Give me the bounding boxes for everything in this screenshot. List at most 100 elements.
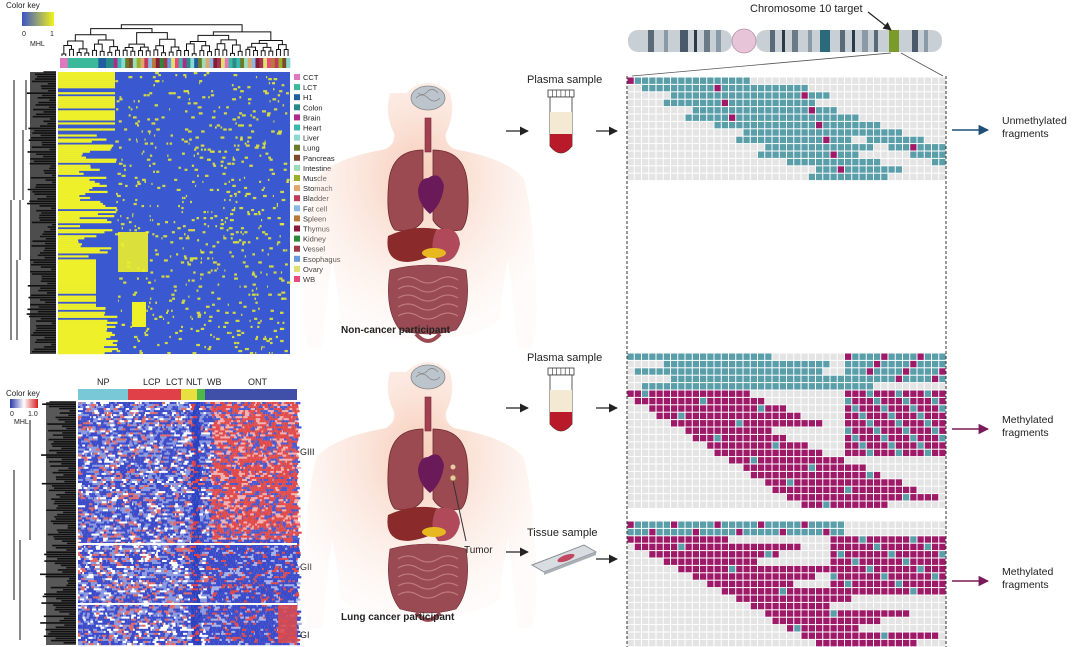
chromosome-target-band xyxy=(889,30,899,52)
intestine-icon xyxy=(388,264,468,335)
intestine-icon xyxy=(388,543,468,614)
legend-swatch-wb xyxy=(294,276,300,282)
lung-cancer-body-illustration xyxy=(303,362,537,628)
legend-swatch-lct xyxy=(294,84,300,91)
legend-label-cct: CCT xyxy=(303,73,319,82)
legend-label-lct: LCT xyxy=(303,83,318,92)
group-label-np: NP xyxy=(97,377,110,387)
legend-swatch-muscle xyxy=(294,175,300,181)
legend-label-liver: Liver xyxy=(303,134,320,143)
legend-label-brain: Brain xyxy=(303,113,321,122)
group-label-lcp: LCP xyxy=(143,377,161,387)
group-bar-nlt xyxy=(181,389,197,400)
group-label-ont: ONT xyxy=(248,377,268,387)
group-bar-np xyxy=(78,389,128,400)
non-cancer-body-illustration xyxy=(303,83,537,349)
tissue-sample-label: Tissue sample xyxy=(527,527,598,539)
top-color-key-title: Color key xyxy=(6,1,40,10)
heart-icon xyxy=(418,454,444,493)
legend-swatch-vessel xyxy=(294,245,300,252)
lung-cancer-participant-label: Lung cancer participant xyxy=(341,612,455,623)
legend-swatch-intestine xyxy=(294,164,300,171)
top-heatmap-panel: Color key 0 1 MHL CCTLCTH1ColonBrainHear… xyxy=(6,1,341,355)
legend-swatch-lung xyxy=(294,144,300,151)
legend-label-muscle: Muscle xyxy=(303,174,327,183)
pancreas-icon xyxy=(422,248,446,258)
row-group-label-gi: GI xyxy=(300,630,310,640)
tumor-label: Tumor xyxy=(464,545,493,556)
top-row-dendrogram xyxy=(10,71,56,354)
legend-label-h1: H1 xyxy=(303,93,313,102)
group-bar-lcp xyxy=(128,389,181,400)
right-lung-icon xyxy=(432,428,469,511)
legend-swatch-stomach xyxy=(294,185,300,192)
legend-label-lung: Lung xyxy=(303,144,320,153)
zoom-line-right xyxy=(900,52,944,77)
bottom-color-key-max: 1.0 xyxy=(28,411,38,418)
plasma-tube-icon-2 xyxy=(547,367,575,432)
legend-label-pancreas: Pancreas xyxy=(303,154,335,163)
legend-swatch-colon xyxy=(294,104,300,111)
top-heatmap-matrix xyxy=(58,72,291,355)
fragment-grid-non-cancer-plasma xyxy=(627,77,946,181)
plasma-sample-label-2: Plasma sample xyxy=(527,352,602,364)
legend-label-heart: Heart xyxy=(303,124,322,133)
chromosome-10: Chromosome 10 target xyxy=(628,3,944,77)
top-color-key-unit: MHL xyxy=(30,41,45,48)
legend-swatch-cct xyxy=(294,74,300,80)
legend-swatch-fat-cell xyxy=(294,205,300,212)
chromosome-target-arrow xyxy=(867,11,892,31)
top-color-key-max: 1 xyxy=(50,31,54,38)
legend-label-colon: Colon xyxy=(303,103,323,112)
flow-arrows xyxy=(506,126,618,564)
legend-swatch-brain xyxy=(294,114,300,121)
top-color-key-min: 0 xyxy=(22,31,26,38)
plasma-sample-label-1: Plasma sample xyxy=(527,74,602,86)
legend-swatch-kidney xyxy=(294,235,300,242)
legend-swatch-esophagus xyxy=(294,255,300,262)
bottom-heatmap-matrix xyxy=(78,402,302,646)
group-label-lct: LCT xyxy=(166,377,184,387)
tissue-slide-icon xyxy=(530,544,598,575)
left-lung-icon xyxy=(387,149,424,232)
row-group-label-giii: GIII xyxy=(300,447,315,457)
pancreas-icon xyxy=(422,527,446,537)
top-sample-color-strip xyxy=(60,58,291,68)
zoom-line-left xyxy=(631,52,892,77)
bottom-color-key-bar xyxy=(10,399,38,408)
legend-label-intestine: Intestine xyxy=(303,164,331,173)
group-bar-ont xyxy=(205,389,297,400)
bottom-color-key-min: 0 xyxy=(10,411,14,418)
fragment-grid-tumor-tissue xyxy=(627,521,946,647)
legend-swatch-pancreas xyxy=(294,154,300,161)
right-lung-icon xyxy=(432,149,469,232)
group-label-nlt: NLT xyxy=(186,377,203,387)
legend-swatch-heart xyxy=(294,124,300,131)
legend-swatch-liver xyxy=(294,134,300,141)
legend-swatch-bladder xyxy=(294,195,300,202)
fragment-grid-cancer-plasma xyxy=(627,353,946,508)
legend-swatch-thymus xyxy=(294,225,300,232)
legend-swatch-spleen xyxy=(294,215,300,222)
bottom-group-bar xyxy=(78,389,297,400)
heart-icon xyxy=(418,175,444,214)
bottom-row-dendrogram xyxy=(13,401,76,645)
plasma-tube-icon-1 xyxy=(547,89,575,154)
left-lung-icon xyxy=(387,428,424,511)
group-label-wb: WB xyxy=(207,377,222,387)
chromosome-target-label: Chromosome 10 target xyxy=(750,3,863,15)
non-cancer-participant-label: Non-cancer participant xyxy=(341,325,451,336)
legend-swatch-h1 xyxy=(294,94,300,101)
top-column-dendrogram xyxy=(61,24,289,56)
group-bar-wb xyxy=(197,389,205,400)
bottom-color-key-title: Color key xyxy=(6,389,40,398)
legend-swatch-ovary xyxy=(294,265,300,272)
tumor-callout: Tumor xyxy=(449,474,493,556)
bottom-color-key-unit: MHL xyxy=(14,419,29,426)
